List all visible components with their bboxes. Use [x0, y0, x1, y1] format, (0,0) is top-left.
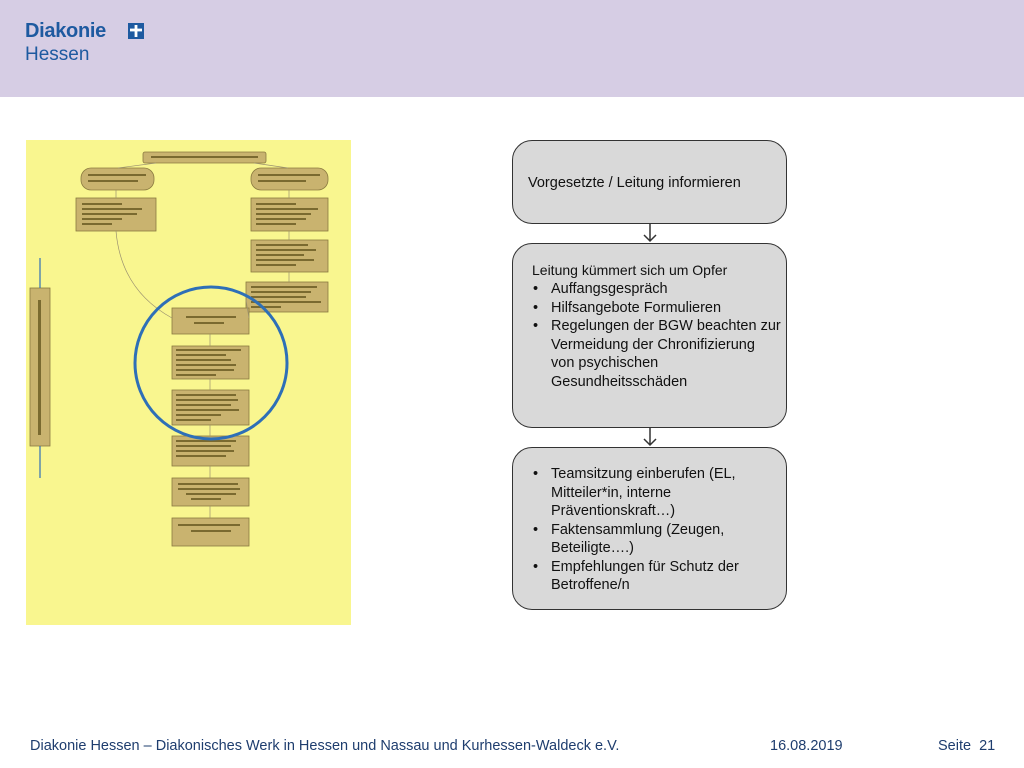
- flow-box-inform-supervisor-text: Vorgesetzte / Leitung informieren: [528, 175, 741, 191]
- flowchart-thumbnail: [26, 140, 351, 625]
- page-number: 21: [979, 738, 996, 754]
- footer-organization: Diakonie Hessen – Diakonisches Werk in H…: [30, 738, 620, 754]
- footer-page: Seite 21: [938, 738, 995, 754]
- diakonie-logo: Diakonie Hessen: [25, 20, 144, 65]
- logo-subtitle: Hessen: [25, 44, 90, 65]
- flow-box-victim-care-heading: Leitung kümmert sich um Opfer: [532, 262, 728, 278]
- arrow-down-icon: [643, 224, 657, 243]
- flow-box-victim-care: Leitung kümmert sich um Opfer Auffangsge…: [512, 243, 787, 428]
- list-item: Faktensammlung (Zeugen, Beteiligte….): [532, 521, 782, 558]
- page-label: Seite: [938, 738, 972, 754]
- flow-box-inform-supervisor: Vorgesetzte / Leitung informieren: [512, 140, 787, 224]
- flowchart-thumbnail-drawing: [29, 151, 329, 547]
- list-item: Teamsitzung einberufen (EL, Mitteiler*in…: [532, 465, 782, 521]
- list-item: Regelungen der BGW beachten zur Vermeidu…: [532, 317, 782, 391]
- diakonie-cross-icon: [128, 23, 144, 39]
- list-item: Hilfsangebote Formulieren: [532, 299, 782, 318]
- victim-care-list: Auffangsgespräch Hilfsangebote Formulier…: [532, 280, 782, 391]
- header-band: Diakonie Hessen: [0, 0, 1024, 97]
- logo-wordmark: Diakonie: [25, 20, 106, 42]
- list-item: Empfehlungen für Schutz der Betroffene/n: [532, 558, 782, 595]
- arrow-down-icon: [643, 428, 657, 447]
- footer-date: 16.08.2019: [770, 738, 843, 754]
- flow-box-team-meeting: Teamsitzung einberufen (EL, Mitteiler*in…: [512, 447, 787, 610]
- list-item: Auffangsgespräch: [532, 280, 782, 299]
- team-meeting-list: Teamsitzung einberufen (EL, Mitteiler*in…: [532, 465, 782, 595]
